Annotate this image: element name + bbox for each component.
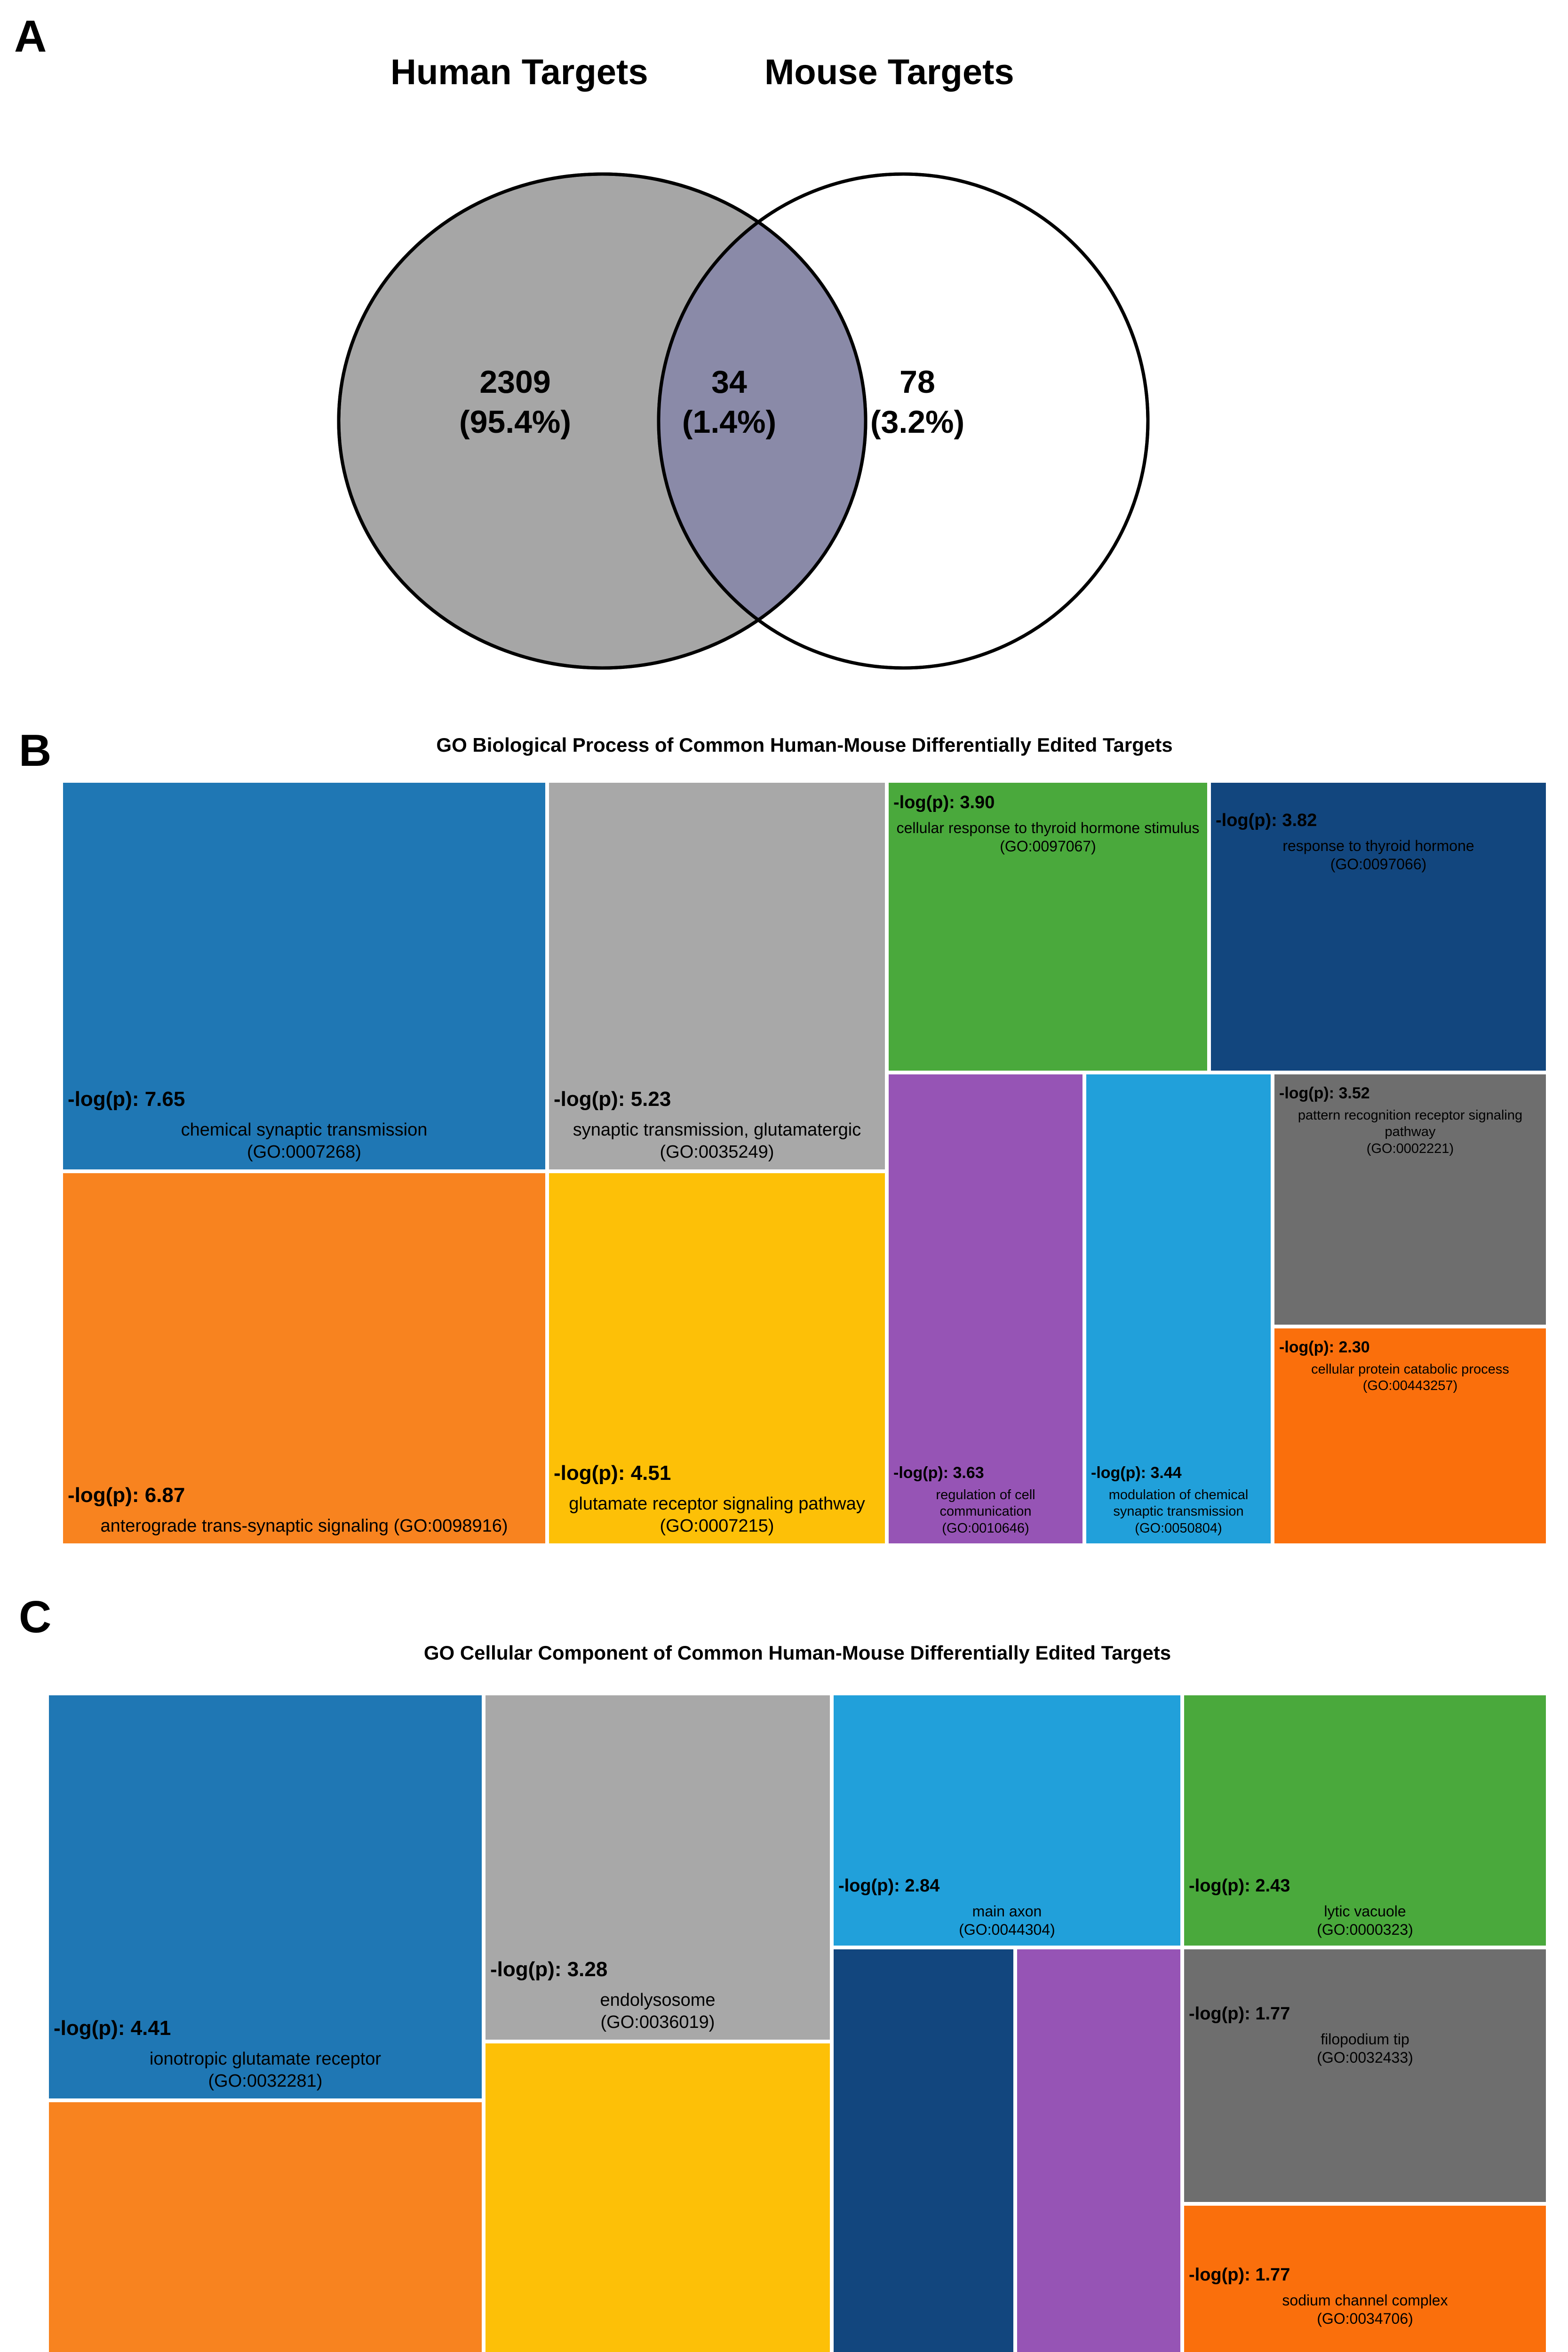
venn-outline-human	[337, 172, 868, 670]
venn-overlap-region	[659, 174, 866, 668]
tile-sodium-channel-complex[interactable]: -log(p): 1.77 sodium channel complex (GO…	[1182, 2204, 1548, 2352]
tile-cellular-response-thyroid-hormone-stimulus[interactable]: -log(p): 3.90 cellular response to thyro…	[887, 781, 1209, 1073]
tile-go-id: (GO:00443257)	[1362, 1378, 1458, 1394]
tile-term: regulation of cell communication	[936, 1487, 1035, 1519]
venn-count-human-only: 2309 (95.4%)	[438, 362, 593, 442]
panel-letter-b: B	[19, 725, 52, 776]
tile-term: anterograde trans-synaptic signaling (GO…	[100, 1516, 508, 1536]
tile-pvalue: -log(p): 3.63	[893, 1463, 984, 1482]
panel-c-treemap: GO Cellular Component of Common Human-Mo…	[47, 1642, 1548, 2352]
venn-outline-mouse	[657, 172, 1150, 670]
venn-count-intersection-value: 34	[711, 364, 747, 400]
tile-go-id: (GO:0002221)	[1366, 1141, 1454, 1156]
tile-pvalue: -log(p): 3.52	[1279, 1084, 1370, 1102]
tile-pvalue: -log(p): 1.77	[1189, 2004, 1290, 2024]
tile-pvalue: -log(p): 5.23	[554, 1088, 671, 1111]
tile-term: lytic vacuole	[1324, 1902, 1406, 1920]
tile-pvalue: -log(p): 2.30	[1279, 1338, 1370, 1356]
tile-term: chemical synaptic transmission	[181, 1120, 428, 1140]
tile-go-id: (GO:0007268)	[247, 1142, 361, 1162]
tile-term: ionotropic glutamate receptor	[149, 2049, 382, 2069]
tile-go-id: (GO:0032433)	[1317, 2049, 1413, 2066]
panel-b-treemap: GO Biological Process of Common Human-Mo…	[61, 734, 1548, 1548]
tile-pvalue: -log(p): 4.41	[54, 2017, 171, 2040]
tile-go-id: (GO:0032281)	[208, 2071, 323, 2091]
tile-lysosomal-lumen[interactable]: -log(p): 2.03 lysosomal lumen (GO:004320…	[1015, 1947, 1182, 2352]
tile-glutamate-receptor-signaling-pathway[interactable]: -log(p): 4.51 glutamate receptor signali…	[547, 1171, 887, 1545]
tile-regulation-of-cell-communication[interactable]: -log(p): 3.63 regulation of cell communi…	[887, 1073, 1084, 1545]
tile-lytic-vacuole[interactable]: -log(p): 2.43 lytic vacuole (GO:0000323)	[1182, 1693, 1548, 1947]
tile-go-id: (GO:0050804)	[1135, 1520, 1222, 1536]
venn-count-mouse-percent: (3.2%)	[870, 404, 965, 440]
tile-chemical-synaptic-transmission[interactable]: -log(p): 7.65 chemical synaptic transmis…	[61, 781, 547, 1171]
panel-letter-a: A	[14, 11, 47, 62]
tile-anterograde-trans-synaptic-signaling[interactable]: -log(p): 6.87 anterograde trans-synaptic…	[61, 1171, 547, 1545]
tile-term: pattern recognition receptor signaling p…	[1297, 1108, 1523, 1140]
panel-b-tiles: -log(p): 7.65 chemical synaptic transmis…	[61, 781, 1548, 1545]
tile-term: sodium channel complex	[1282, 2291, 1448, 2309]
tile-term: main axon	[972, 1902, 1042, 1920]
tile-term: glutamate receptor signaling pathway	[569, 1494, 865, 1514]
tile-go-id: (GO:0000323)	[1317, 1921, 1413, 1938]
tile-main-axon[interactable]: -log(p): 2.84 main axon (GO:0044304)	[832, 1693, 1182, 1947]
tile-cellular-protein-catabolic-process[interactable]: -log(p): 2.30 cellular protein catabolic…	[1273, 1327, 1548, 1545]
tile-modulation-of-chemical-synaptic-transmission[interactable]: -log(p): 3.44 modulation of chemical syn…	[1084, 1073, 1273, 1545]
tile-go-id: (GO:0035249)	[660, 1142, 774, 1162]
tile-term: synaptic transmission, glutamatergic	[573, 1120, 861, 1140]
tile-endolysosome[interactable]: -log(p): 3.28 endolysosome (GO:0036019)	[484, 1693, 832, 2042]
tile-pvalue: -log(p): 3.90	[893, 793, 995, 812]
panel-a-venn: A Human Targets Mouse Targets 2309 (95.4…	[0, 0, 1568, 706]
tile-response-to-thyroid-hormone[interactable]: -log(p): 3.82 response to thyroid hormon…	[1209, 781, 1548, 1073]
tile-go-id: (GO:0034706)	[1317, 2310, 1413, 2327]
venn-diagram	[337, 172, 1150, 670]
tile-synaptic-transmission-glutamatergic[interactable]: -log(p): 5.23 synaptic transmission, glu…	[547, 781, 887, 1171]
tile-go-id: (GO:0044304)	[959, 1921, 1055, 1938]
tile-ampa-glutamate-receptor-complex[interactable]: -log(p): 3.37 AMPA gluatamate receptor c…	[47, 2100, 484, 2352]
tile-pvalue: -log(p): 6.87	[68, 1483, 185, 1507]
panel-letter-c: C	[19, 1592, 52, 1642]
tile-pvalue: -log(p): 3.28	[490, 1958, 608, 1981]
tile-term: filopodium tip	[1321, 2030, 1409, 2048]
venn-count-mouse-value: 78	[899, 364, 935, 400]
venn-count-intersection-percent: (1.4%)	[682, 404, 777, 440]
venn-count-human-percent: (95.4%)	[459, 404, 572, 440]
tile-term: cellular response to thyroid hormone sti…	[896, 819, 1200, 836]
venn-set-label-human: Human Targets	[390, 52, 648, 92]
tile-endolysosome-lumen[interactable]: -log(p): 3.12 endolysosome lumen (GO:003…	[484, 2042, 832, 2352]
venn-set-label-mouse: Mouse Targets	[764, 52, 1014, 92]
tile-pvalue: -log(p): 3.82	[1216, 810, 1317, 830]
tile-term: modulation of chemical synaptic transmis…	[1108, 1487, 1249, 1519]
tile-term: response to thyroid hormone	[1282, 837, 1474, 854]
panel-c-title: GO Cellular Component of Common Human-Mo…	[423, 1642, 1171, 1664]
tile-filopodium-tip[interactable]: -log(p): 1.77 filopodium tip (GO:0032433…	[1182, 1947, 1548, 2204]
tile-pvalue: -log(p): 7.65	[68, 1088, 185, 1111]
tile-pvalue: -log(p): 3.44	[1091, 1463, 1182, 1482]
tile-term: endolysosome	[600, 1990, 716, 2010]
panel-b-title: GO Biological Process of Common Human-Mo…	[436, 734, 1173, 756]
tile-go-id: (GO:0007215)	[660, 1516, 774, 1536]
panel-c-tiles: -log(p): 4.41 ionotropic glutamate recep…	[47, 1693, 1548, 2352]
tile-pvalue: -log(p): 2.43	[1189, 1876, 1290, 1896]
tile-cation-channel-complex[interactable]: -log(p): 2.26 cation channel complex (GO…	[832, 1947, 1015, 2352]
venn-count-human-value: 2309	[479, 364, 551, 400]
tile-pvalue: -log(p): 2.84	[838, 1876, 940, 1896]
tile-ionotropic-glutamate-receptor[interactable]: -log(p): 4.41 ionotropic glutamate recep…	[47, 1693, 484, 2100]
tile-pattern-recognition-receptor-signaling-pathway[interactable]: -log(p): 3.52 pattern recognition recept…	[1273, 1073, 1548, 1327]
venn-count-mouse-only: 78 (3.2%)	[856, 362, 979, 442]
tile-go-id: (GO:0010646)	[942, 1520, 1029, 1536]
tile-term: cellular protein catabolic process	[1311, 1362, 1509, 1377]
tile-pvalue: -log(p): 4.51	[554, 1462, 671, 1485]
tile-go-id: (GO:0097066)	[1330, 855, 1427, 873]
tile-go-id: (GO:0036019)	[600, 2012, 715, 2032]
tile-go-id: (GO:0097067)	[1000, 837, 1096, 855]
tile-pvalue: -log(p): 1.77	[1189, 2265, 1290, 2285]
venn-count-intersection: 34 (1.4%)	[668, 362, 790, 442]
